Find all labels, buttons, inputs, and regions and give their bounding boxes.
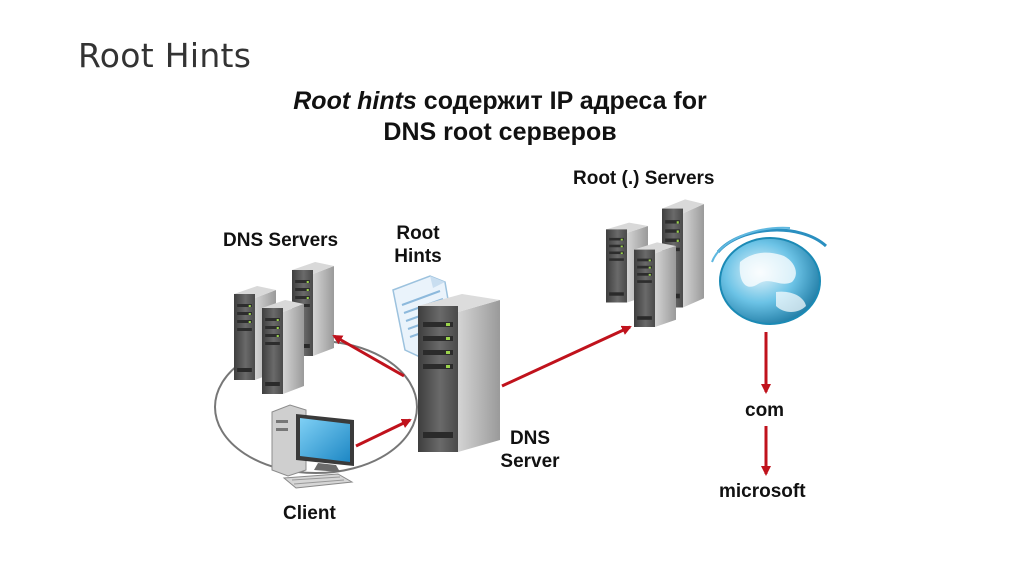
label-dns-servers: DNS Servers bbox=[223, 230, 339, 251]
desktop-computer-icon bbox=[271, 404, 354, 489]
arrow-to-dns-servers bbox=[332, 334, 405, 378]
label-root-hints-line1: Root bbox=[396, 223, 440, 244]
label-client: Client bbox=[283, 503, 336, 524]
root-servers-icon bbox=[606, 199, 704, 327]
globe-icon bbox=[711, 226, 828, 325]
subtitle-emphasis: Root hints bbox=[293, 87, 417, 115]
subtitle-line2: DNS root серверов bbox=[383, 118, 617, 146]
subtitle-line1-rest: содержит IP адреса for bbox=[416, 87, 707, 115]
label-root-servers: Root (.) Servers bbox=[573, 168, 715, 189]
label-dns-server: DNS Server bbox=[490, 427, 570, 473]
label-dns-server-line1: DNS bbox=[509, 428, 551, 449]
arrow-client-to-server bbox=[355, 418, 412, 448]
label-com: com bbox=[745, 400, 785, 421]
arrow-to-root-servers bbox=[501, 325, 632, 388]
label-dns-server-line2: Server bbox=[500, 451, 560, 472]
dns-servers-icon bbox=[234, 262, 334, 394]
dns-server-icon bbox=[418, 294, 500, 452]
slide-subtitle: Root hints содержит IP адреса for DNS ro… bbox=[200, 86, 800, 148]
label-root-hints-line2: Hints bbox=[394, 246, 442, 267]
label-root-hints: Root Hints bbox=[380, 222, 456, 268]
slide-title: Root Hints bbox=[78, 36, 252, 75]
label-microsoft: microsoft bbox=[719, 481, 806, 502]
